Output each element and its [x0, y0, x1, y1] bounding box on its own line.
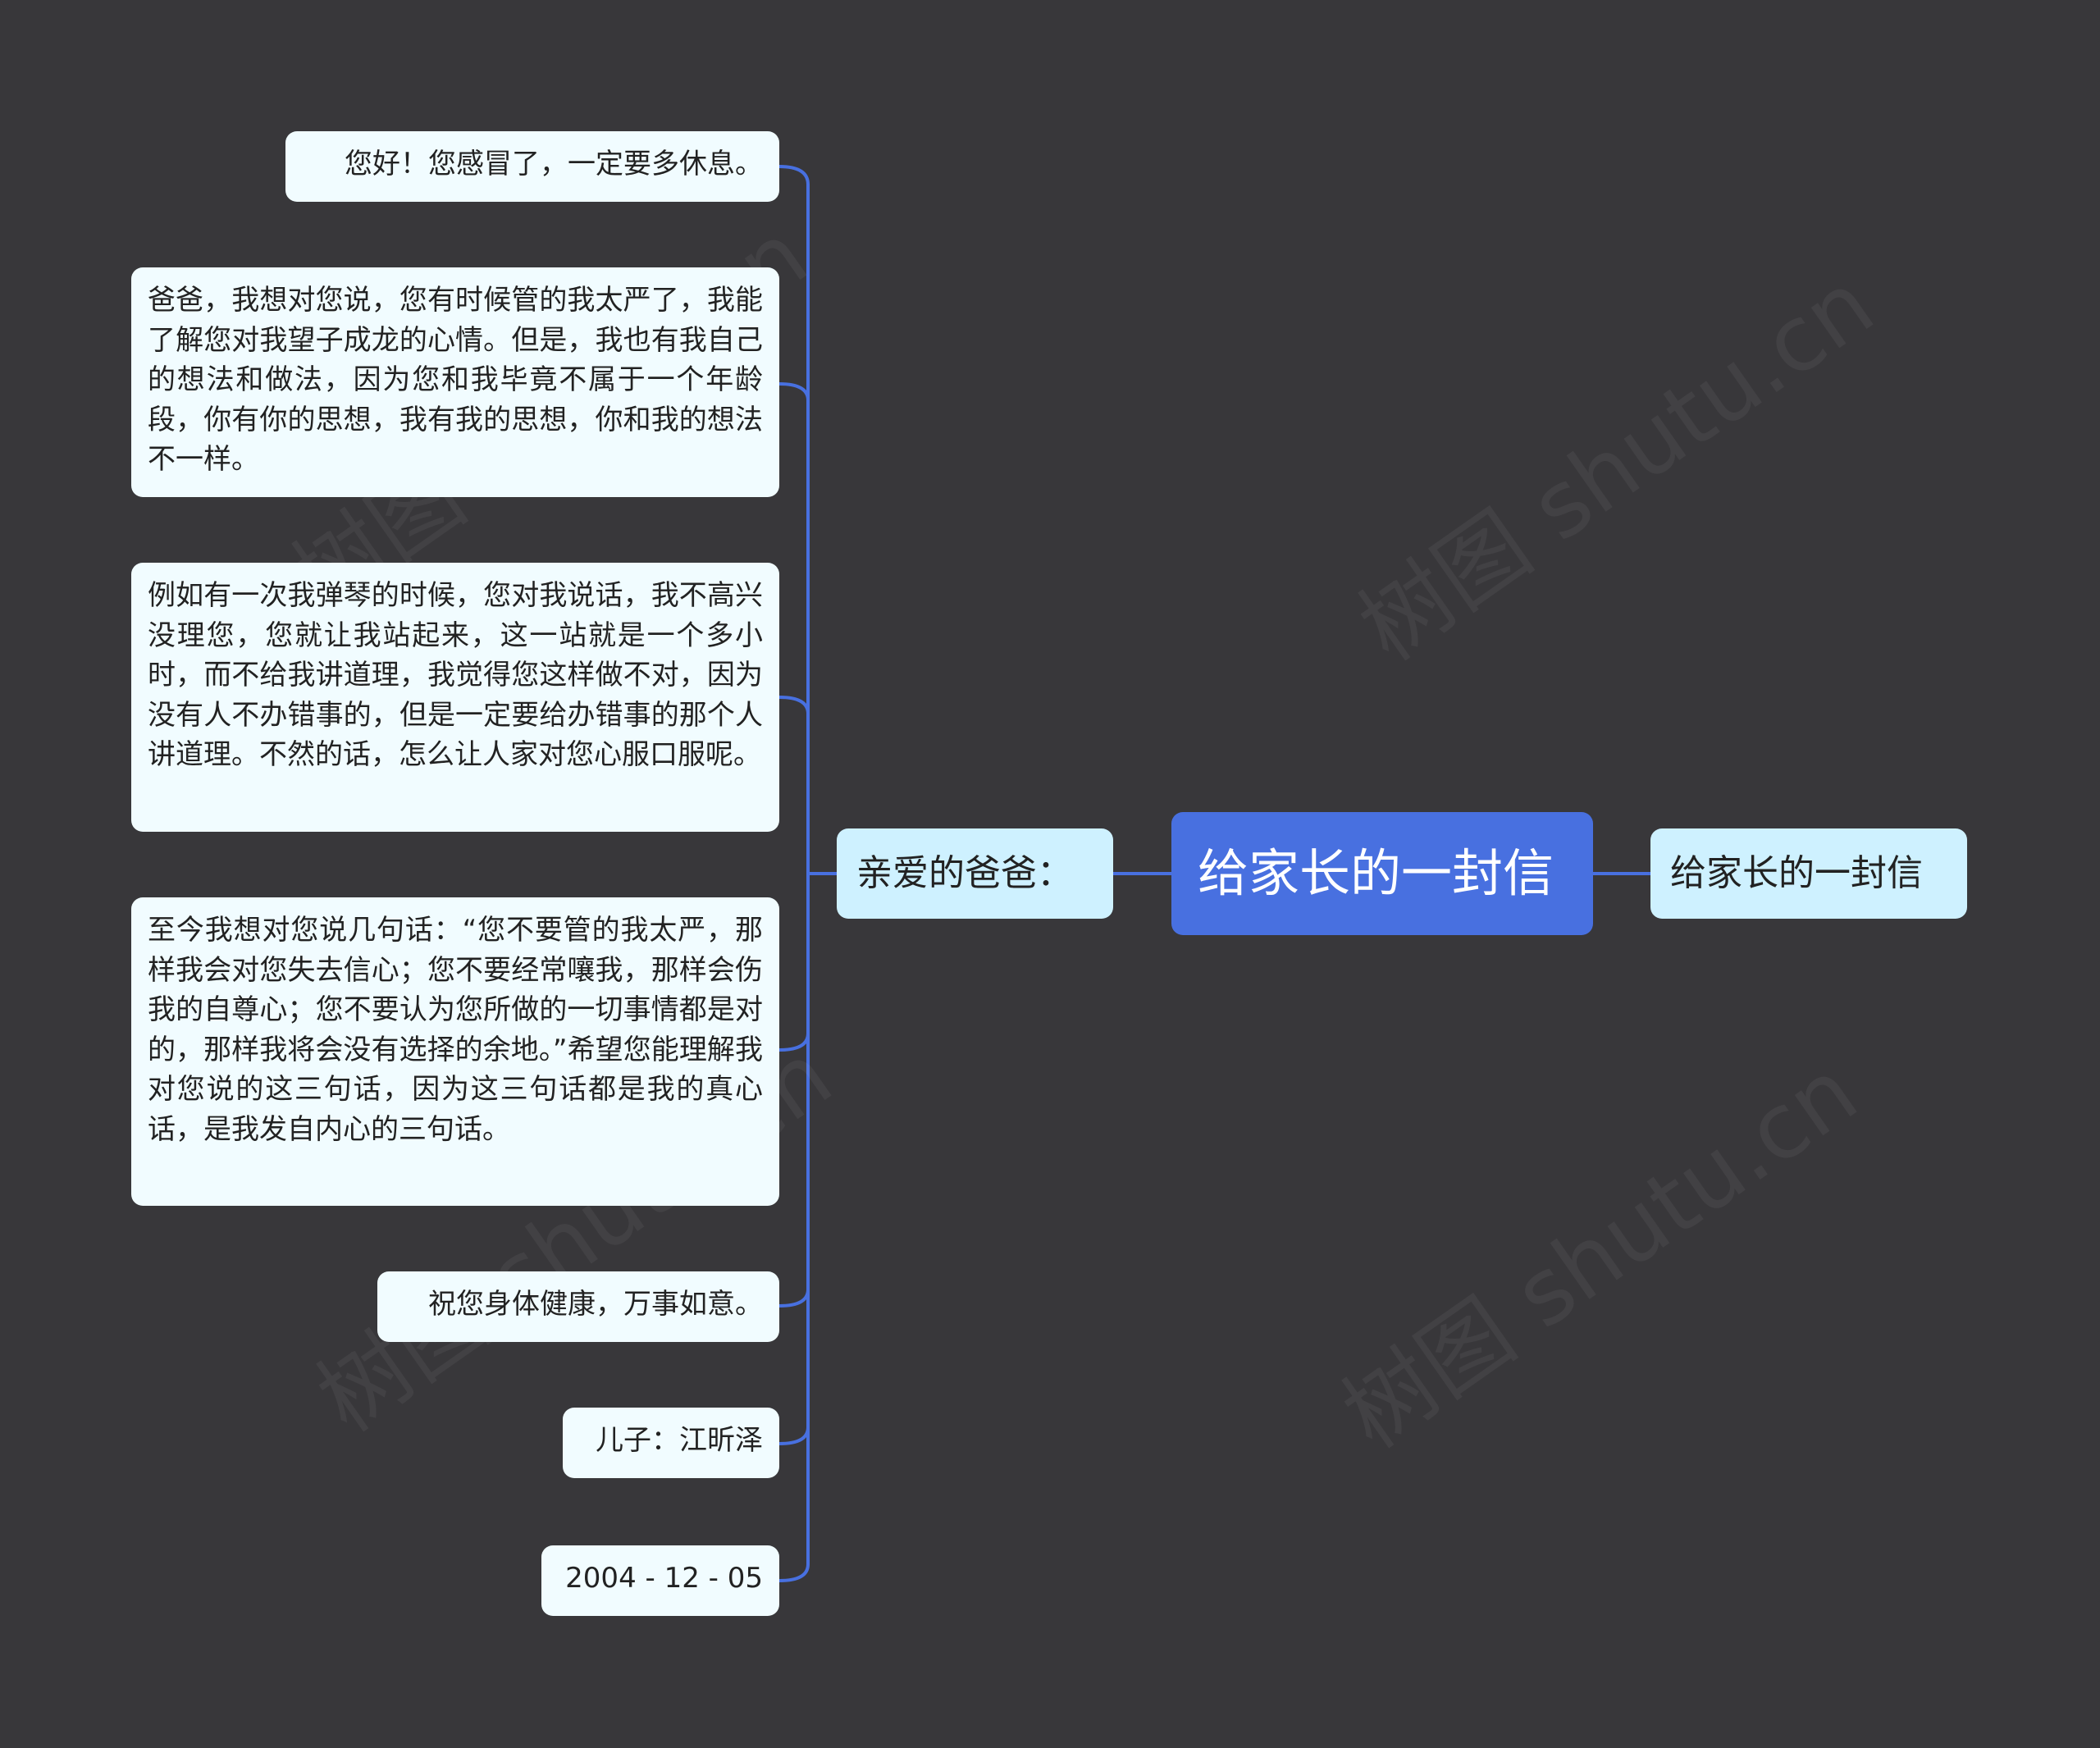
leaf-text: 至今我想对您说几句话：“您不要管的我太严，那样我会对您失去信心；您不要经常嚷我，…	[148, 914, 763, 1146]
right-child-node[interactable]: 给家长的一封信	[1650, 828, 1967, 919]
left-branch-label: 亲爱的爸爸：	[856, 852, 1073, 894]
left-branch-node[interactable]: 亲爱的爸爸：	[837, 828, 1113, 919]
leaf-text: 爸爸，我想对您说，您有时候管的我太严了，我能了解您对我望子成龙的心情。但是，我也…	[148, 284, 763, 476]
leaf-node-date[interactable]: 2004 - 12 - 05	[541, 1545, 779, 1616]
leaf-node-paragraph-2[interactable]: 例如有一次我弹琴的时候，您对我说话，我不高兴没理您，您就让我站起来，这一站就是一…	[131, 563, 779, 832]
right-child-label: 给家长的一封信	[1670, 852, 1923, 894]
leaf-text: 例如有一次我弹琴的时候，您对我说话，我不高兴没理您，您就让我站起来，这一站就是一…	[148, 579, 763, 771]
connector-leaf-2	[778, 382, 810, 402]
connector-leaf-5	[778, 1288, 810, 1308]
connector-leaf-1	[778, 165, 810, 186]
leaf-node-greeting[interactable]: 您好！您感冒了，一定要多休息。	[285, 131, 779, 202]
leaf-node-signature[interactable]: 儿子：江昕泽	[563, 1408, 779, 1478]
connector-leaf-7	[778, 1563, 810, 1582]
leaf-text: 2004 - 12 - 05	[565, 1562, 763, 1595]
leaf-text: 您好！您感冒了，一定要多休息。	[345, 148, 763, 180]
leaf-node-wishes[interactable]: 祝您身体健康，万事如意。	[377, 1271, 779, 1342]
connector-leaf-3	[778, 696, 810, 715]
connector-leaf-6	[778, 1426, 810, 1445]
leaf-text: 祝您身体健康，万事如意。	[428, 1288, 763, 1321]
root-label: 给家长的一封信	[1198, 843, 1554, 903]
connector-leaf-4	[778, 1032, 810, 1052]
leaf-text: 儿子：江昕泽	[596, 1424, 763, 1457]
root-node[interactable]: 给家长的一封信	[1171, 812, 1593, 935]
leaf-node-paragraph-3[interactable]: 至今我想对您说几句话：“您不要管的我太严，那样我会对您失去信心；您不要经常嚷我，…	[131, 897, 779, 1206]
leaf-node-paragraph-1[interactable]: 爸爸，我想对您说，您有时候管的我太严了，我能了解您对我望子成龙的心情。但是，我也…	[131, 267, 779, 497]
